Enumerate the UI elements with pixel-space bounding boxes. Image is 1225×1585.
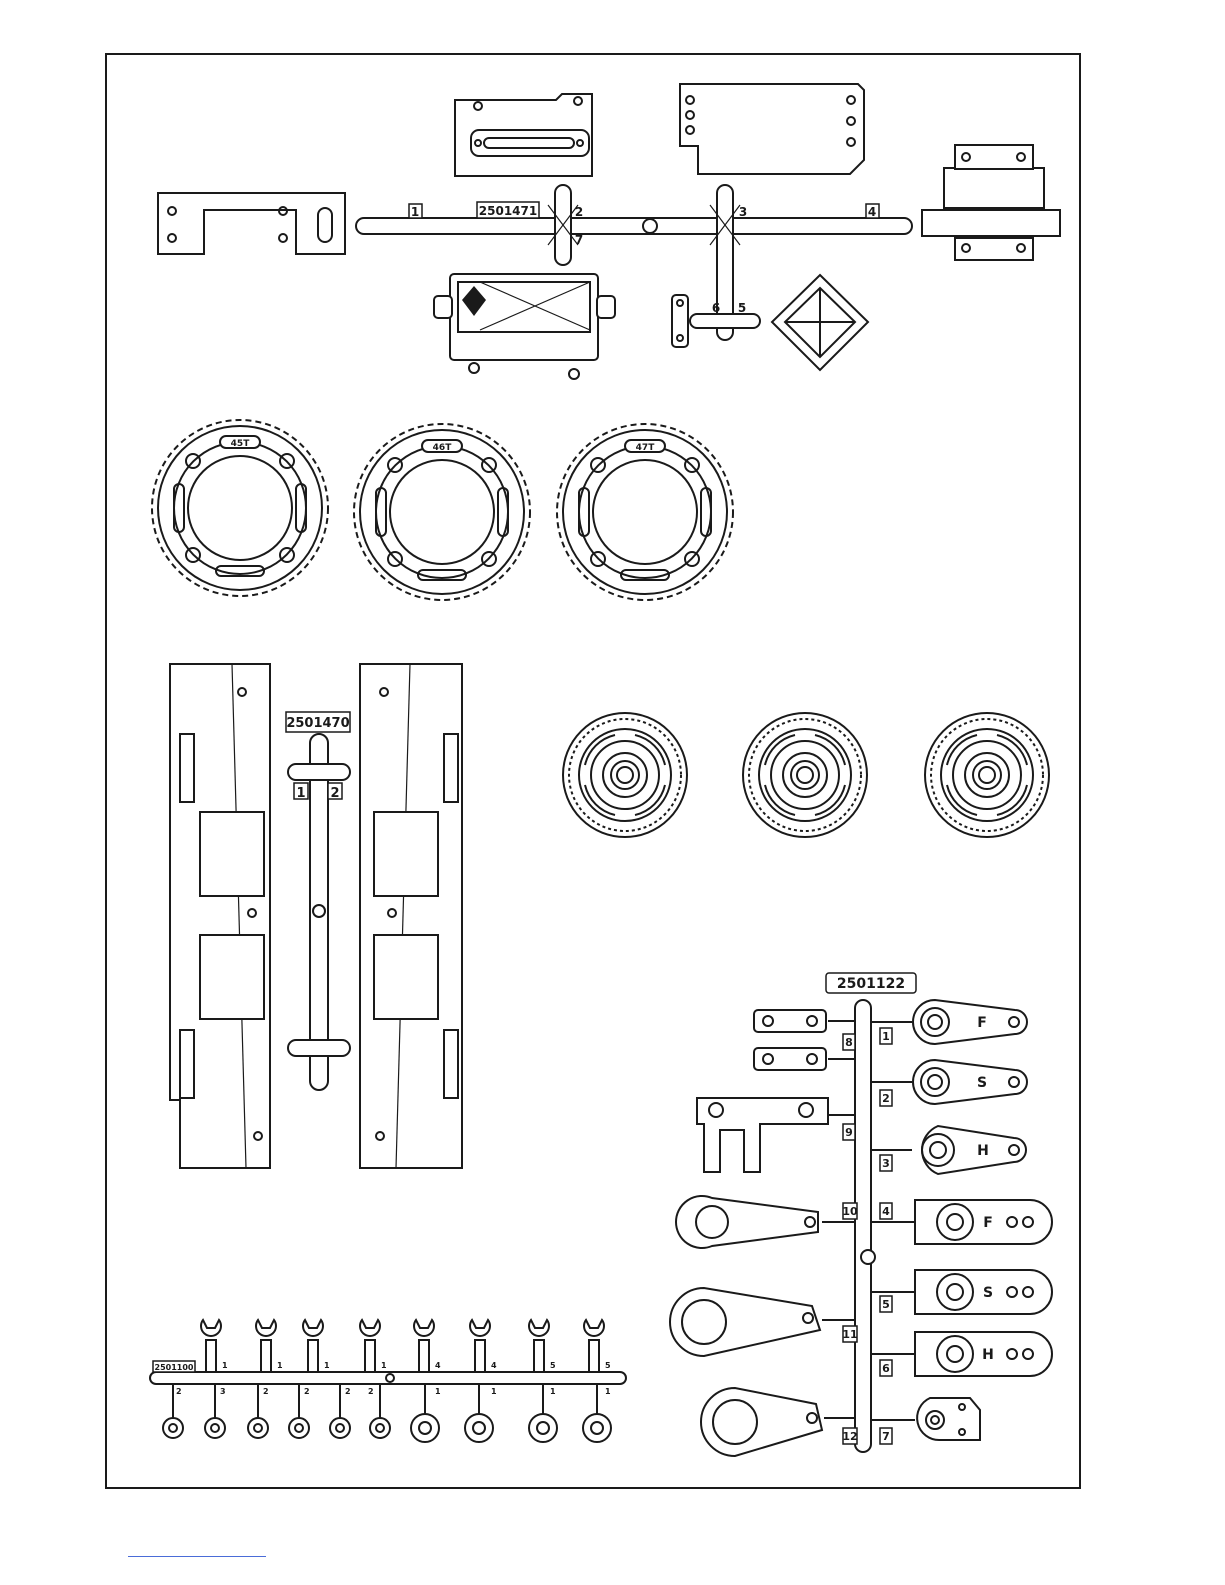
part-number: 1 — [296, 786, 305, 801]
hub-3 — [925, 713, 1049, 837]
part-number: 4 — [435, 1361, 441, 1370]
part-number: 12 — [842, 1430, 857, 1443]
part-number: 3 — [220, 1387, 226, 1396]
servo-horn-f-double: F — [915, 1200, 1052, 1244]
servo-bracket — [158, 193, 345, 254]
part-number: 7 — [575, 233, 583, 247]
gear-label: 47T — [636, 443, 656, 453]
servo-horn-small — [917, 1398, 980, 1440]
part-number: 3 — [882, 1157, 890, 1170]
sprue-code: 2501470 — [286, 716, 349, 731]
sprue-code: 2501471 — [479, 204, 537, 218]
gear-47t: 47T — [557, 424, 733, 600]
part-number: 3 — [739, 205, 747, 219]
part-number: 1 — [491, 1387, 497, 1396]
svg-text:F: F — [983, 1215, 993, 1231]
part-number: 4 — [882, 1205, 890, 1218]
steering-arm — [676, 1196, 818, 1248]
part-number: 10 — [842, 1205, 858, 1218]
sprue-runner — [855, 1000, 871, 1452]
gear-46t: 46T — [354, 424, 530, 600]
servo-horn-h: H — [922, 1126, 1026, 1174]
part-number: 6 — [712, 301, 720, 315]
part-number: 5 — [605, 1361, 611, 1370]
part-number: 4 — [491, 1361, 497, 1370]
part-number: 2 — [304, 1387, 310, 1396]
steering-saver-arm — [670, 1288, 820, 1356]
small-link — [672, 295, 688, 347]
part-number: 2 — [345, 1387, 351, 1396]
part-number: 1 — [411, 205, 419, 219]
footer-link-underline[interactable] — [128, 1556, 266, 1557]
part-number: 1 — [222, 1361, 228, 1370]
sprue-2501122: 2501122 1 8 2 9 3 10 4 5 11 6 12 — [670, 973, 1052, 1456]
link-plate — [754, 1048, 826, 1070]
part-number: 2 — [330, 786, 339, 801]
gear-label: 46T — [433, 443, 453, 453]
part-number: 5 — [738, 301, 746, 315]
part-number: 2 — [368, 1387, 374, 1396]
svg-text:F: F — [977, 1015, 987, 1031]
gear-45t: 45T — [152, 420, 328, 596]
servo-horn-s: S — [913, 1060, 1027, 1104]
servo-horn-f: F — [913, 1000, 1027, 1044]
part-number: 6 — [882, 1362, 890, 1375]
svg-text:S: S — [983, 1285, 993, 1301]
hub-2 — [743, 713, 867, 837]
throttle-mount — [697, 1098, 828, 1172]
svg-text:S: S — [977, 1075, 987, 1091]
sprue-code: 2501100 — [155, 1363, 194, 1372]
part-number: 2 — [575, 205, 583, 219]
servo-horn-s-double: S — [915, 1270, 1052, 1314]
svg-text:H: H — [977, 1143, 989, 1159]
sprue-code: 2501122 — [837, 976, 905, 992]
part-number: 1 — [605, 1387, 611, 1396]
link-plate — [754, 1010, 826, 1032]
part-number: 5 — [550, 1361, 556, 1370]
gear-label: 45T — [231, 439, 251, 449]
sprue-gate — [643, 219, 657, 233]
hub-1 — [563, 713, 687, 837]
part-number: 1 — [277, 1361, 283, 1370]
part-number: 11 — [842, 1328, 857, 1341]
receiver-box — [450, 274, 598, 360]
part-number: 7 — [882, 1430, 890, 1443]
part-number: 1 — [882, 1030, 890, 1043]
part-number: 8 — [845, 1036, 853, 1049]
side-rail-right — [360, 664, 462, 1168]
mount-plate — [455, 94, 592, 176]
sprue-2501470: 2501470 1 2 — [170, 664, 462, 1168]
sprue-2501471: 2501471 1 2 7 3 4 6 5 — [158, 84, 1060, 379]
part-number: 2 — [176, 1387, 182, 1396]
part-number: 1 — [435, 1387, 441, 1396]
part-number: 9 — [845, 1126, 853, 1139]
svg-text:H: H — [982, 1347, 994, 1363]
part-number: 5 — [882, 1298, 890, 1311]
sprue-2501100: 2501100 1 1 1 1 4 4 5 5 — [150, 1320, 626, 1442]
part-number: 4 — [868, 205, 876, 219]
part-number: 1 — [381, 1361, 387, 1370]
part-number: 1 — [550, 1387, 556, 1396]
part-number: 2 — [263, 1387, 269, 1396]
part-number: 1 — [324, 1361, 330, 1370]
receiver-plate — [680, 84, 864, 174]
steering-saver-arm — [701, 1388, 822, 1456]
housing — [944, 168, 1044, 208]
servo-horn-h-double: H — [915, 1332, 1052, 1376]
sprue-runner — [356, 218, 912, 234]
part-number: 2 — [882, 1092, 890, 1105]
